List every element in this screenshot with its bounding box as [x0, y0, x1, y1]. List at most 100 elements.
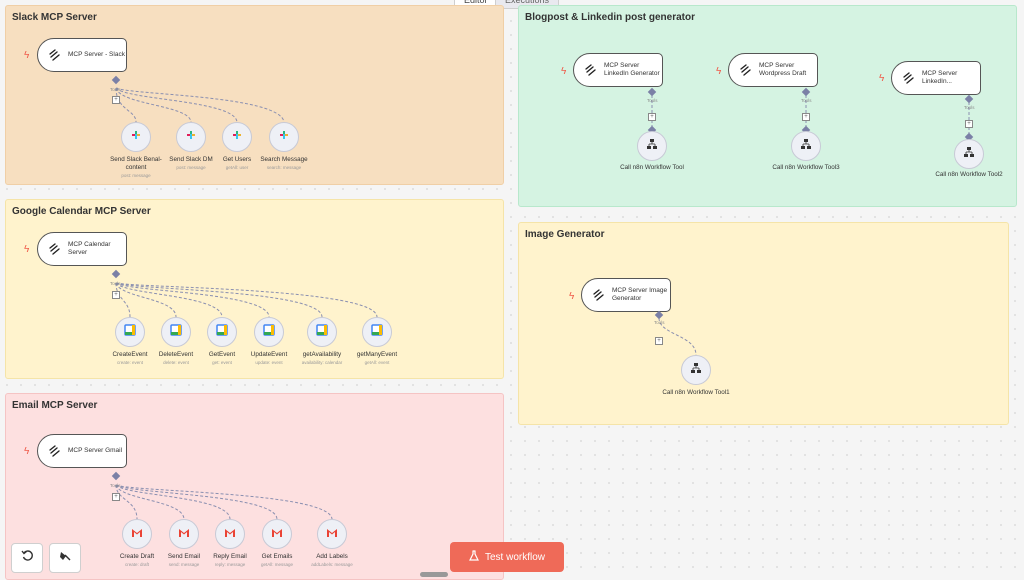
add-tool-button[interactable]: +	[965, 120, 973, 128]
node-label: MCP Server Image Generator	[612, 287, 668, 302]
workflow-tool-node[interactable]	[681, 355, 711, 385]
flask-icon	[469, 550, 479, 564]
add-tool-button[interactable]: +	[112, 493, 120, 501]
slack-tool-node[interactable]	[269, 122, 299, 152]
workflow-tool-node[interactable]	[954, 139, 984, 169]
node-mcp-linkedin-generator[interactable]: MCP Server LinkedIn Generator	[573, 53, 663, 87]
add-tool-button[interactable]: +	[655, 337, 663, 345]
tool-label: getManyEvent	[356, 351, 398, 358]
group-title-slack: Slack MCP Server	[12, 12, 97, 23]
gmail-tool-node[interactable]	[215, 519, 245, 549]
tool-label: Reply Email	[213, 553, 247, 560]
node-mcp-linkedin[interactable]: MCP Server LinkedIn...	[891, 61, 981, 95]
node-label: MCP Server LinkedIn...	[922, 70, 958, 85]
trigger-bolt-icon: ϟ	[24, 50, 30, 61]
broom-icon	[59, 549, 72, 567]
horizontal-scrollbar[interactable]	[420, 572, 448, 577]
workflow-icon	[963, 145, 975, 163]
add-tool-button[interactable]: +	[112, 291, 120, 299]
slack-icon	[278, 128, 290, 146]
undo-button[interactable]	[11, 543, 43, 573]
group-title-gcal: Google Calendar MCP Server	[12, 206, 151, 217]
gcal-tool-node[interactable]	[207, 317, 237, 347]
tool-label: Call n8n Workflow Tool3	[772, 164, 840, 171]
tool-label: getAvailability	[302, 351, 342, 358]
slack-icon	[185, 128, 197, 146]
tool-label: CreateEvent	[112, 351, 148, 358]
tool-label: Send Email	[167, 553, 201, 560]
tool-label: Call n8n Workflow Tool1	[662, 389, 730, 396]
tools-handle-label: Tools	[964, 105, 975, 110]
tool-label: UpdateEvent	[250, 351, 288, 358]
google-calendar-icon	[316, 323, 328, 341]
tool-desc: getAll: message	[260, 562, 294, 567]
tool-desc: getAll: user	[225, 165, 249, 170]
workflow-icon	[690, 361, 702, 379]
workflow-icon	[646, 137, 658, 155]
slack-tool-node[interactable]	[222, 122, 252, 152]
tools-handle-label: Tools	[647, 98, 658, 103]
gcal-tool-node[interactable]	[115, 317, 145, 347]
tool-desc: availability: calendar	[301, 360, 343, 365]
tools-handle-label: Tools	[110, 483, 121, 488]
google-calendar-icon	[216, 323, 228, 341]
node-mcp-gmail[interactable]: MCP Server Gmail	[37, 434, 127, 468]
add-tool-button[interactable]: +	[112, 96, 120, 104]
mcp-icon	[584, 63, 597, 77]
group-title-blog: Blogpost & Linkedin post generator	[525, 12, 696, 23]
tool-desc: reply: message	[214, 562, 246, 567]
gmail-icon	[271, 525, 283, 543]
add-tool-button[interactable]: +	[648, 113, 656, 121]
slack-tool-node[interactable]	[121, 122, 151, 152]
gmail-icon	[131, 525, 143, 543]
tool-label: Get Emails	[261, 553, 293, 560]
slack-icon	[231, 128, 243, 146]
tool-label: Send Slack Benal-content	[110, 156, 162, 171]
google-calendar-icon	[124, 323, 136, 341]
tool-desc: post: message	[176, 165, 206, 170]
mcp-icon	[48, 242, 61, 256]
node-mcp-image-generator[interactable]: MCP Server Image Generator	[581, 278, 671, 312]
slack-tool-node[interactable]	[176, 122, 206, 152]
gmail-icon	[326, 525, 338, 543]
gmail-tool-node[interactable]	[122, 519, 152, 549]
tool-label: Send Slack DM	[169, 156, 213, 163]
node-mcp-slack[interactable]: MCP Server - Slack	[37, 38, 127, 72]
mcp-icon	[592, 288, 605, 302]
gcal-tool-node[interactable]	[362, 317, 392, 347]
node-mcp-gcal[interactable]: MCP Calendar Server	[37, 232, 127, 266]
node-label: MCP Server Wordpress Draft	[759, 62, 807, 77]
add-tool-button[interactable]: +	[802, 113, 810, 121]
mcp-icon	[902, 71, 915, 85]
node-mcp-wordpress[interactable]: MCP Server Wordpress Draft	[728, 53, 818, 87]
gmail-tool-node[interactable]	[317, 519, 347, 549]
gmail-tool-node[interactable]	[169, 519, 199, 549]
gcal-tool-node[interactable]	[254, 317, 284, 347]
google-calendar-icon	[263, 323, 275, 341]
node-label: MCP Server Gmail	[68, 447, 123, 454]
test-workflow-label: Test workflow	[484, 551, 545, 563]
gcal-tool-node[interactable]	[307, 317, 337, 347]
trigger-bolt-icon: ϟ	[24, 446, 30, 457]
trigger-bolt-icon: ϟ	[716, 66, 722, 77]
node-label: MCP Server - Slack	[68, 51, 125, 58]
slack-icon	[130, 128, 142, 146]
gmail-tool-node[interactable]	[262, 519, 292, 549]
workflow-tool-node[interactable]	[637, 131, 667, 161]
tools-handle-label: Tools	[110, 281, 121, 286]
tidy-up-button[interactable]	[49, 543, 81, 573]
mcp-icon	[48, 48, 61, 62]
workflow-icon	[800, 137, 812, 155]
tool-label: Call n8n Workflow Tool	[620, 164, 684, 171]
gcal-tool-node[interactable]	[161, 317, 191, 347]
workflow-tool-node[interactable]	[791, 131, 821, 161]
tool-desc: getAll: event	[364, 360, 390, 365]
node-label: MCP Server LinkedIn Generator	[604, 62, 660, 77]
gmail-icon	[178, 525, 190, 543]
google-calendar-icon	[170, 323, 182, 341]
test-workflow-button[interactable]: Test workflow	[450, 542, 564, 572]
tool-label: GetEvent	[208, 351, 236, 358]
group-title-email: Email MCP Server	[12, 400, 98, 411]
tool-desc: search: message	[266, 165, 302, 170]
tool-label: Call n8n Workflow Tool2	[935, 171, 1003, 178]
